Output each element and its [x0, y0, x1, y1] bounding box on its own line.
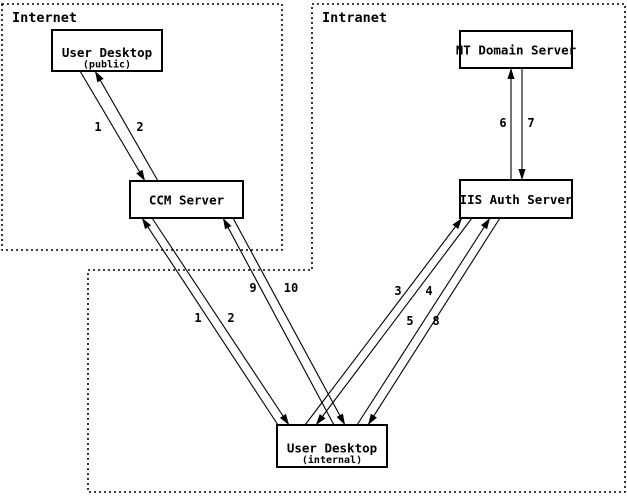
label-step-2-public: 2 — [136, 120, 143, 134]
step-1-public-to-ccm-line — [79, 70, 146, 182]
step-2-ccm-to-internal-arrowhead — [279, 413, 289, 425]
step-5-internal-to-iis-line — [356, 217, 491, 426]
zone-intranet-label: Intranet — [322, 10, 387, 26]
iis-auth-server-box — [459, 179, 573, 219]
step-8-iis-to-internal-arrowhead — [368, 413, 377, 425]
step-7-ntdomain-to-iis-arrowhead — [518, 169, 526, 180]
label-step-10: 10 — [284, 281, 298, 295]
label-step-6: 6 — [499, 116, 506, 130]
step-2-ccm-to-public-arrowhead — [95, 71, 104, 83]
label-step-9: 9 — [249, 281, 256, 295]
zone-internet-border — [1, 3, 283, 251]
step-9-internal-to-ccm-arrowhead — [223, 218, 232, 230]
step-4-iis-to-internal-line — [315, 217, 473, 426]
zone-intranet-border — [87, 3, 626, 493]
label-step-7: 7 — [527, 116, 534, 130]
step-10-ccm-to-internal-line — [232, 217, 346, 426]
nt-domain-server-box — [459, 30, 573, 69]
user-desktop-public-box — [51, 29, 163, 72]
step-2-ccm-to-public-line — [94, 70, 159, 182]
step-3-internal-to-iis-line — [304, 217, 463, 426]
user-desktop-public-label: User Desktop — [62, 45, 152, 60]
label-step-8: 8 — [432, 314, 439, 328]
label-step-1-public: 1 — [94, 120, 101, 134]
step-1-internal-to-ccm-line — [141, 217, 279, 426]
user-desktop-internal-sublabel: (internal) — [302, 454, 362, 466]
step-10-ccm-to-internal-arrowhead — [336, 413, 345, 425]
step-5-internal-to-iis-arrowhead — [481, 218, 490, 230]
step-8-iis-to-internal-line — [367, 217, 501, 426]
ccm-server-label: CCM Server — [149, 193, 225, 208]
ccm-server-box — [129, 180, 244, 219]
label-step-2-internal: 2 — [227, 311, 234, 325]
label-step-4: 4 — [425, 284, 432, 298]
step-6-iis-to-ntdomain-arrowhead — [507, 68, 515, 79]
user-desktop-internal-label: User Desktop — [287, 441, 377, 456]
label-step-1-internal: 1 — [194, 311, 201, 325]
step-1-public-to-ccm-arrowhead — [136, 169, 145, 181]
nt-domain-server-label: NT Domain Server — [456, 43, 577, 58]
iis-auth-server-label: IIS Auth Server — [460, 192, 573, 207]
step-4-iis-to-internal-arrowhead — [316, 414, 326, 425]
label-step-5: 5 — [406, 314, 413, 328]
zone-internet-label: Internet — [12, 10, 77, 26]
step-2-ccm-to-internal-line — [151, 217, 290, 426]
user-desktop-public-sublabel: (public) — [83, 59, 131, 71]
label-step-3: 3 — [394, 284, 401, 298]
step-1-internal-to-ccm-arrowhead — [142, 218, 152, 230]
step-9-internal-to-ccm-line — [222, 217, 335, 426]
user-desktop-internal-box — [276, 424, 388, 468]
step-3-internal-to-iis-arrowhead — [452, 218, 462, 229]
